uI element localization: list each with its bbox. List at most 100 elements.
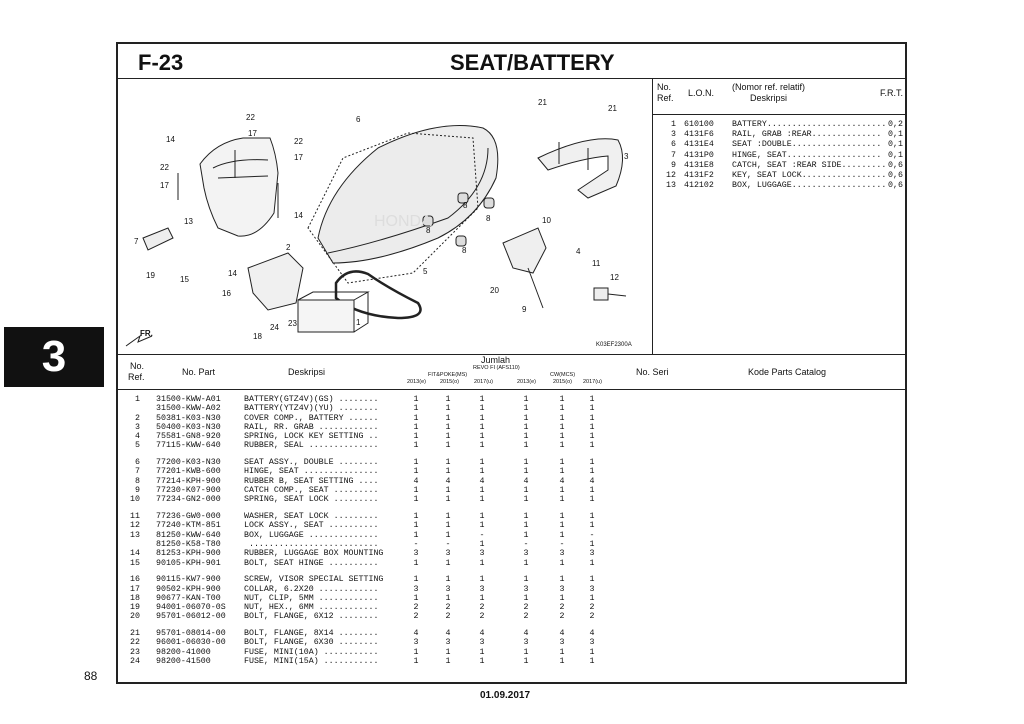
quantity: 1 [523, 647, 529, 657]
part-number: 96001-06030-00 [156, 638, 226, 648]
part-number: 90115-KW7-900 [156, 575, 221, 585]
quantity: 1 [413, 441, 419, 451]
quantity: 4 [589, 476, 595, 486]
quantity: 4 [559, 629, 565, 639]
quantity: 1 [589, 512, 595, 522]
ref-no: 7 [135, 467, 140, 477]
year-col: 2013(e) [517, 379, 536, 385]
quantity: 1 [413, 656, 419, 666]
callout-14: 14 [166, 135, 175, 144]
quantity: 1 [445, 467, 451, 477]
year-col: 2015(o) [553, 379, 572, 385]
frt-desc: RAIL, GRAB :REAR.............. [732, 130, 882, 140]
quantity: 1 [413, 521, 419, 531]
frt-lon: 412102 [684, 181, 714, 191]
part-number: 77230-K07-900 [156, 486, 221, 496]
quantity: 1 [589, 495, 595, 505]
callout-17: 17 [248, 129, 257, 138]
frt-value: 0,1 [888, 150, 903, 160]
quantity: 3 [523, 638, 529, 648]
parts-col-cw: CW(MCS) [550, 372, 576, 378]
quantity: 1 [413, 486, 419, 496]
frt-ref: 6 [671, 140, 676, 150]
quantity: 2 [479, 603, 485, 613]
frt-col-frt: F.R.T. [880, 88, 904, 98]
quantity: 1 [589, 486, 595, 496]
callout-22: 22 [294, 137, 303, 146]
quantity: - [559, 539, 565, 549]
ref-no: 17 [130, 584, 140, 594]
part-description: FUSE, MINI(10A) ........... [244, 647, 379, 657]
frt-ref: 12 [666, 170, 676, 180]
part-description: BOLT, FLANGE, 6X12 ........ [244, 612, 379, 622]
watermark: HONDA [374, 213, 432, 230]
quantity: 1 [445, 521, 451, 531]
quantity: 3 [479, 549, 485, 559]
part-description: BOLT, SEAT HINGE .......... [244, 558, 379, 568]
year-col: 2013(e) [407, 379, 426, 385]
part-number: 90677-KAN-T00 [156, 593, 221, 603]
callout-14: 14 [228, 269, 237, 278]
frt-col-no: No. [657, 82, 672, 92]
quantity: 3 [479, 638, 485, 648]
quantity: 2 [589, 612, 595, 622]
frt-col-desc-2: Deskripsi [750, 93, 788, 103]
ref-no: 9 [135, 486, 140, 496]
callout-19: 19 [146, 271, 155, 280]
ref-no: 15 [130, 558, 140, 568]
quantity: 1 [479, 558, 485, 568]
quantity: 1 [445, 422, 451, 432]
page-number: 88 [84, 669, 98, 683]
quantity: 1 [559, 512, 565, 522]
frt-lon: 610100 [684, 120, 714, 129]
frt-lon: 4131F2 [684, 170, 714, 180]
quantity: 1 [559, 521, 565, 531]
part-description: WASHER, SEAT LOCK ......... [244, 512, 379, 522]
frt-lon: 4131E4 [684, 140, 714, 150]
part-description: COVER COMP., BATTERY ...... [244, 413, 379, 423]
part-description: LOCK ASSY., SEAT .......... [244, 521, 379, 531]
quantity: - [589, 530, 595, 540]
callout-8: 8 [486, 214, 491, 223]
callout-7: 7 [134, 237, 139, 246]
quantity: 3 [559, 638, 565, 648]
quantity: 4 [445, 476, 451, 486]
part-number: 77236-GW0-000 [156, 512, 221, 522]
part-number: 31500-KWW-A02 [156, 404, 221, 414]
part-number: 98200-41000 [156, 647, 211, 657]
frt-value: 0,1 [888, 140, 903, 150]
ref-no: 3 [135, 422, 140, 432]
part-description: RUBBER, SEAL .............. [244, 441, 379, 451]
ref-no: 24 [130, 656, 140, 666]
frt-desc: BATTERY........................ [732, 120, 887, 129]
part-description: RUBBER B, SEAT SETTING .... [244, 476, 379, 486]
part-description: BATTERY(YTZ4V)(YU) ........ [244, 404, 379, 414]
part-description: .......................... [244, 539, 379, 549]
parts-list: No. Ref. No. Part Deskripsi Jumlah REVO … [118, 354, 905, 685]
part-description: BOLT, FLANGE, 8X14 ........ [244, 629, 379, 639]
quantity: 1 [559, 647, 565, 657]
quantity: 1 [559, 441, 565, 451]
frt-desc: SEAT :DOUBLE.................. [732, 140, 882, 150]
part-number: 77234-GN2-000 [156, 495, 221, 505]
quantity: 1 [479, 647, 485, 657]
quantity: 3 [445, 638, 451, 648]
frt-value: 0,6 [888, 160, 903, 170]
ref-no: 18 [130, 593, 140, 603]
issue-date: 01.09.2017 [480, 690, 531, 701]
quantity: 1 [479, 413, 485, 423]
quantity: 1 [445, 432, 451, 442]
callout-22: 22 [246, 113, 255, 122]
section-tab: 3 [4, 327, 104, 387]
part-number: 98200-41500 [156, 656, 211, 666]
quantity: 1 [413, 422, 419, 432]
frt-value: 0,6 [888, 181, 903, 191]
